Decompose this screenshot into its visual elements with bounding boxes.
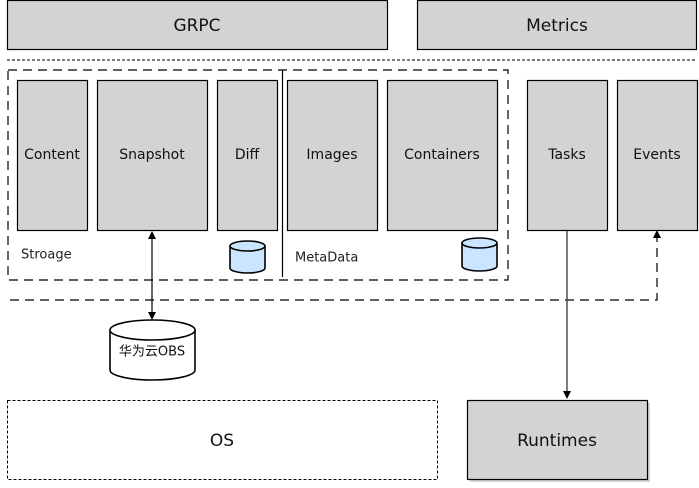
os-label: OS xyxy=(210,431,234,451)
metadata-database-icon xyxy=(461,237,498,272)
storage-database-icon xyxy=(229,240,266,274)
snapshot-box[interactable]: Snapshot xyxy=(96,79,209,232)
content-label: Content xyxy=(24,147,80,163)
events-box[interactable]: Events xyxy=(616,79,699,232)
containers-box[interactable]: Containers xyxy=(386,79,499,232)
grpc-label: GRPC xyxy=(173,16,220,36)
runtimes-arrowhead xyxy=(563,391,571,399)
obs-arrowhead xyxy=(148,312,156,320)
grpc-box[interactable]: GRPC xyxy=(6,0,389,51)
metadata-group-label: MetaData xyxy=(295,251,358,266)
diff-label: Diff xyxy=(235,147,260,163)
metrics-box[interactable]: Metrics xyxy=(416,0,698,51)
tasks-box[interactable]: Tasks xyxy=(526,79,609,232)
runtimes-box[interactable]: Runtimes xyxy=(466,399,651,483)
snapshot-arrowhead xyxy=(148,231,156,239)
obs-label: 华为云OBS xyxy=(119,345,185,360)
runtimes-label: Runtimes xyxy=(517,431,597,451)
images-box[interactable]: Images xyxy=(286,79,379,232)
tasks-label: Tasks xyxy=(547,147,586,163)
obs-storage[interactable]: 华为云OBS xyxy=(109,319,196,381)
os-box[interactable]: OS xyxy=(7,400,438,480)
services-boundary xyxy=(10,237,658,301)
metrics-label: Metrics xyxy=(526,16,588,36)
content-box[interactable]: Content xyxy=(16,79,89,232)
storage-group-label: Stroage xyxy=(21,248,72,263)
containers-label: Containers xyxy=(404,147,480,163)
snapshot-label: Snapshot xyxy=(119,147,185,163)
events-arrowhead xyxy=(653,230,661,238)
storage-metadata-boundary xyxy=(7,69,509,281)
images-label: Images xyxy=(306,147,357,163)
events-label: Events xyxy=(633,147,680,163)
diff-box[interactable]: Diff xyxy=(216,79,279,232)
